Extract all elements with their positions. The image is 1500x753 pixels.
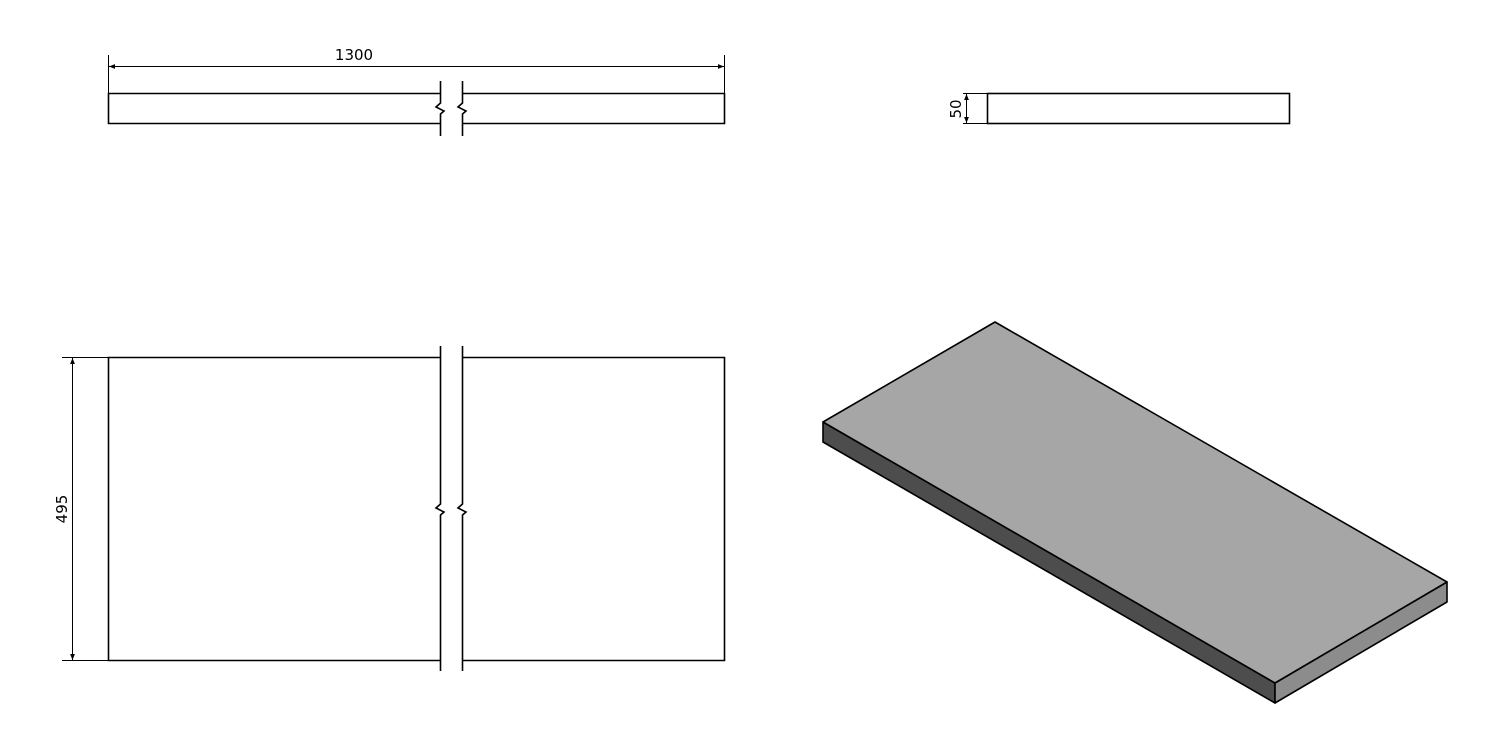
- break-line-right: [456, 346, 468, 671]
- thickness-dimension-label: 50: [947, 99, 965, 118]
- break-line-right: [456, 81, 468, 136]
- isometric-view: [822, 321, 1448, 704]
- iso-top-face: [822, 321, 1448, 684]
- top-view: 495: [53, 346, 726, 671]
- side-view: 50: [947, 92, 1291, 125]
- break-line-left: [434, 346, 446, 671]
- depth-dimension-label: 495: [53, 495, 71, 524]
- break-line-left: [434, 81, 446, 136]
- front-view: 1300: [107, 46, 726, 136]
- length-dimension-label: 1300: [335, 46, 373, 64]
